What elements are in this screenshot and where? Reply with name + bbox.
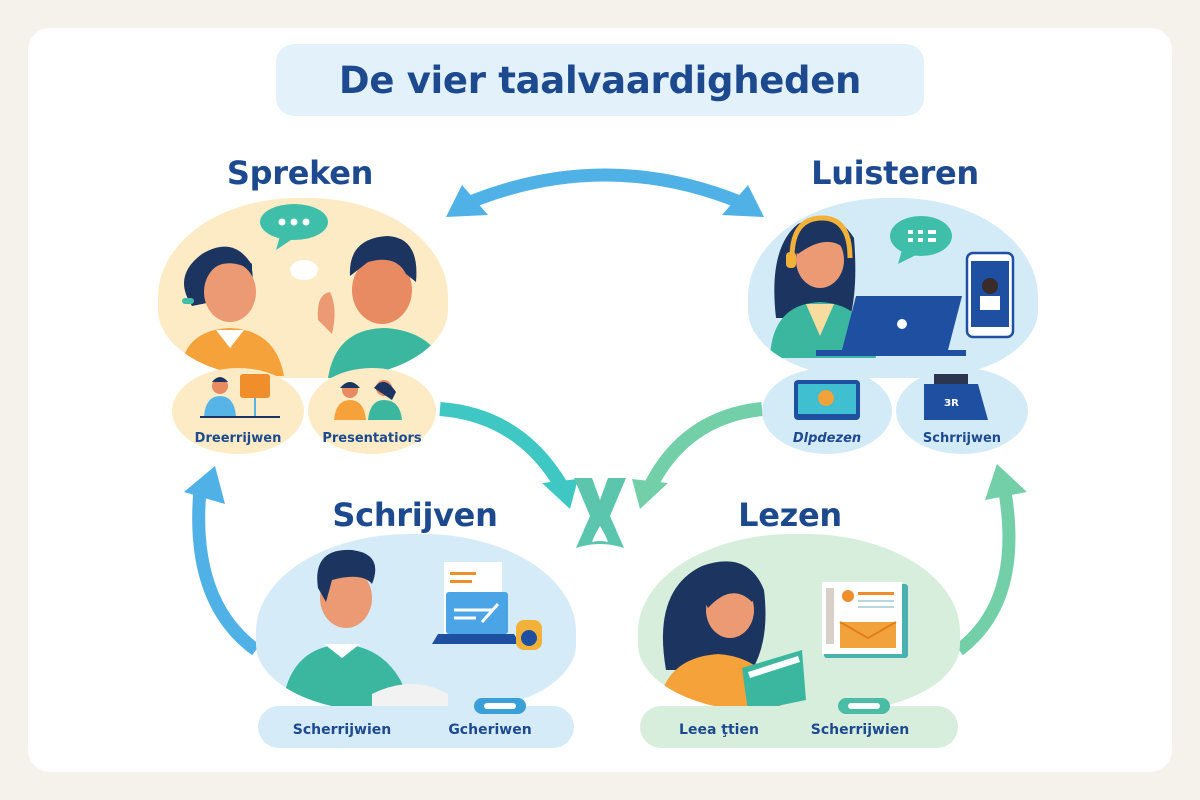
luisteren-sub-label-1: Dlpdezen	[792, 431, 862, 446]
woman-reading-icon	[658, 561, 806, 712]
heading-luisteren: Luisteren	[811, 154, 979, 192]
small-bubble-icon	[290, 260, 318, 280]
luisteren-illustration	[748, 198, 1038, 378]
page-title: De vier taalvaardigheden	[338, 58, 862, 102]
title-banner: De vier taalvaardigheden	[276, 44, 924, 116]
schrijven-illustration	[256, 534, 576, 712]
two-people-presenting-icon	[334, 380, 402, 420]
lezen-sub-label-2: Scherrijwien	[810, 722, 910, 738]
spreken-sub-label-1: Dreerrijwen	[194, 431, 282, 446]
blue-folder-icon: ЗR	[924, 374, 988, 420]
laptop-document-icon	[432, 562, 542, 650]
schrijven-sub-label-1: Scherrijwien	[292, 722, 392, 738]
heading-schrijven: Schrijven	[332, 496, 498, 534]
lezen-toggle-icon	[838, 698, 890, 714]
lezen-label-bar	[640, 706, 958, 748]
person-with-sign-icon	[200, 374, 280, 418]
spreken-sub-1-panel	[172, 368, 304, 454]
woman-with-headset-icon	[770, 215, 876, 358]
luisteren-sub-label-2: Schrrijwen	[922, 431, 1002, 446]
arrow-up-left-icon	[184, 466, 260, 656]
schrijven-toggle-icon	[474, 698, 526, 714]
laptop-icon	[816, 296, 966, 356]
spreken-illustration	[158, 198, 448, 378]
speech-bubble-icon	[890, 216, 952, 264]
heading-lezen: Lezen	[738, 496, 842, 534]
arrow-up-right-icon	[954, 464, 1027, 656]
arrow-luisteren-to-center-icon	[632, 402, 763, 509]
woman-speaker-icon	[180, 246, 284, 376]
spreken-sub-label-2: Presentatiors	[322, 431, 422, 446]
lezen-illustration	[638, 534, 960, 712]
lezen-sub-label-1: Leea ţtien	[679, 722, 759, 738]
tablet-screen-icon	[794, 380, 860, 420]
double-arrow-icon	[446, 168, 764, 217]
newsletter-document-icon	[822, 582, 908, 658]
svg-text:ЗR: ЗR	[944, 398, 959, 409]
center-x-symbol-icon	[574, 478, 626, 548]
arrow-spreken-to-center-icon	[439, 402, 578, 509]
heading-spreken: Spreken	[226, 154, 374, 192]
man-speaker-icon	[317, 236, 448, 378]
smartphone-icon	[965, 251, 1015, 339]
man-writing-icon	[282, 549, 448, 712]
schrijven-sub-label-2: Gcheriwen	[448, 722, 532, 738]
speech-bubble-icon	[260, 204, 328, 250]
